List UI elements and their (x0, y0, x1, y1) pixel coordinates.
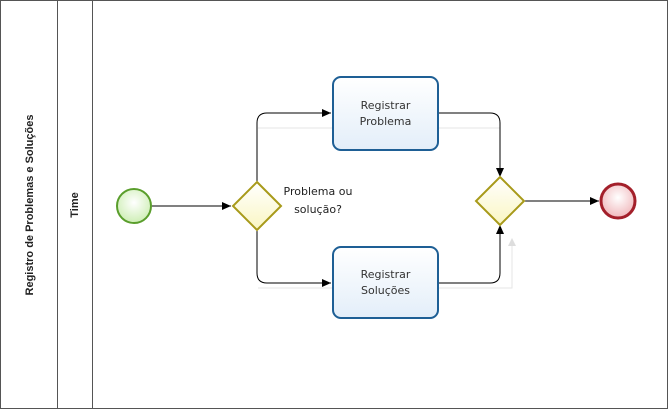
gateway-diamond-icon (474, 175, 526, 227)
task-registrar-solucoes[interactable]: Registrar Soluções (332, 246, 439, 319)
lane-title: Time (69, 192, 81, 217)
exclusive-gateway-join[interactable] (474, 175, 526, 227)
task-registrar-problema[interactable]: Registrar Problema (332, 76, 439, 151)
task-solucoes-line1: Registrar (361, 268, 411, 281)
pool-title: Registro de Problemas e Soluções (24, 115, 36, 296)
faint-arrow-head (508, 238, 516, 246)
task-problema-line1: Registrar (361, 99, 411, 112)
gateway-diamond-icon (231, 180, 283, 232)
end-event-icon[interactable] (599, 182, 637, 220)
task-solucoes-line2: Soluções (361, 284, 410, 297)
gateway-question-line1: Problema ou (284, 185, 353, 198)
exclusive-gateway-split[interactable] (231, 180, 283, 232)
start-event-icon[interactable] (116, 188, 152, 224)
task-problema-line2: Problema (360, 115, 412, 128)
flow-problema-to-join[interactable] (438, 112, 504, 177)
flow-solucoes-to-join[interactable] (438, 225, 504, 284)
flow-gateway-to-solucoes[interactable] (256, 230, 331, 287)
gateway-question-line2: solução? (294, 203, 342, 216)
flow-gateway-to-problema[interactable] (256, 109, 331, 182)
